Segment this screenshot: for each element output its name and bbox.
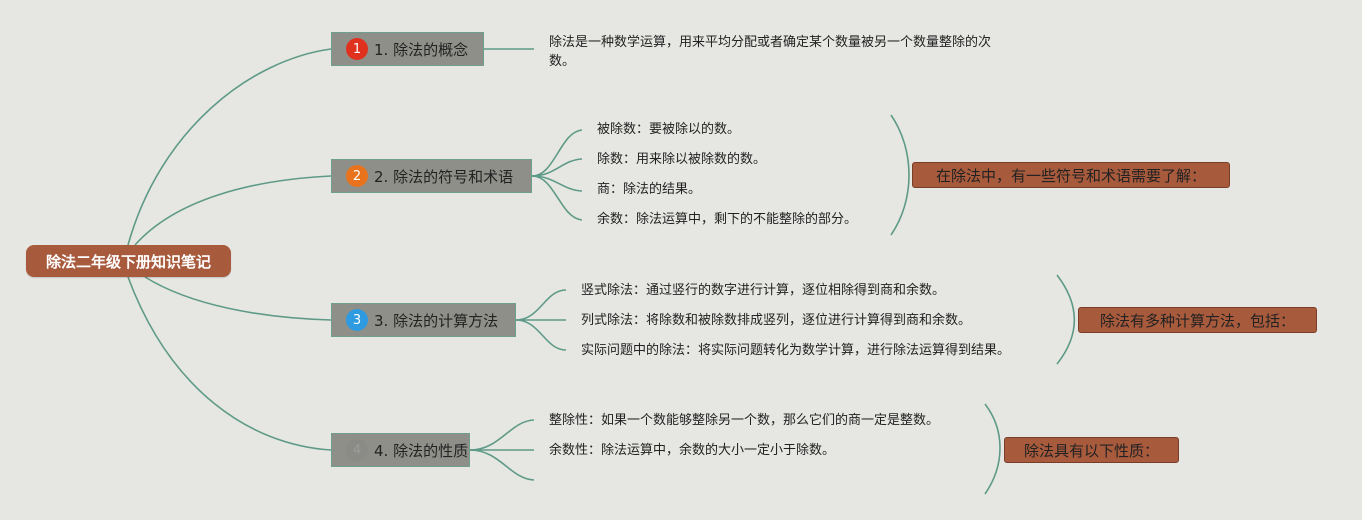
root-topic[interactable]: 除法二年级下册知识笔记 — [26, 245, 231, 277]
branch-3-leaf-3[interactable]: 实际问题中的除法：将实际问题转化为数学计算，进行除法运算得到结果。 — [581, 343, 1011, 358]
connector-branch-3-leaf-1 — [515, 289, 567, 321]
branch-3-label: 3. 除法的计算方法 — [374, 311, 499, 330]
connector-branch-4-leaf-1 — [469, 419, 535, 451]
branch-1-leaf-line-2: 数。 — [549, 54, 576, 69]
branch-1-leaf[interactable]: 除法是一种数学运算，用来平均分配或者确定某个数量被另一个数量整除的次 数。 — [549, 33, 991, 71]
branch-4-topic[interactable]: 4 4. 除法的性质 — [331, 433, 470, 467]
connector-branch-4-leaf-3 — [469, 449, 535, 481]
number-badge-3-icon: 3 — [346, 309, 368, 331]
branch-1-topic[interactable]: 1 1. 除法的概念 — [331, 32, 484, 66]
summary-bracket-2 — [890, 114, 910, 236]
branch-3-topic[interactable]: 3 3. 除法的计算方法 — [331, 303, 516, 337]
summary-bracket-4 — [984, 403, 1001, 495]
branch-2-leaf-2[interactable]: 除数：用来除以被除数的数。 — [597, 152, 767, 167]
connector-branch-2-leaf-4 — [531, 175, 583, 221]
connector-root-branch-4 — [127, 276, 332, 451]
connector-root-branch-2 — [134, 175, 332, 246]
branch-2-leaf-1[interactable]: 被除数：要被除以的数。 — [597, 122, 741, 137]
branch-4-leaf-1[interactable]: 整除性：如果一个数能够整除另一个数，那么它们的商一定是整数。 — [549, 413, 940, 428]
branch-3-leaf-2[interactable]: 列式除法：将除数和被除数排成竖列，逐位进行计算得到商和余数。 — [581, 313, 972, 328]
branch-2-leaf-4[interactable]: 余数：除法运算中，剩下的不能整除的部分。 — [597, 212, 858, 227]
branch-2-leaf-3[interactable]: 商：除法的结果。 — [597, 182, 702, 197]
branch-1-leaf-line-1: 除法是一种数学运算，用来平均分配或者确定某个数量被另一个数量整除的次 — [549, 35, 992, 50]
connector-branch-3-leaf-3 — [515, 319, 567, 351]
branch-2-topic[interactable]: 2 2. 除法的符号和术语 — [331, 159, 532, 193]
branch-3-summary[interactable]: 除法有多种计算方法，包括： — [1078, 307, 1317, 333]
summary-bracket-3 — [1056, 274, 1075, 365]
branch-4-leaf-2[interactable]: 余数性：除法运算中，余数的大小一定小于除数。 — [549, 443, 836, 458]
connector-root-branch-3 — [144, 276, 332, 321]
branch-4-label: 4. 除法的性质 — [374, 441, 469, 460]
branch-1-label: 1. 除法的概念 — [374, 40, 469, 59]
number-badge-4-icon: 4 — [346, 439, 368, 461]
number-badge-1-icon: 1 — [346, 38, 368, 60]
branch-3-leaf-1[interactable]: 竖式除法：通过竖行的数字进行计算，逐位相除得到商和余数。 — [581, 283, 946, 298]
branch-4-summary[interactable]: 除法具有以下性质： — [1004, 437, 1179, 463]
branch-2-summary[interactable]: 在除法中，有一些符号和术语需要了解： — [912, 162, 1230, 188]
number-badge-2-icon: 2 — [346, 165, 368, 187]
connector-root-branch-1 — [127, 48, 332, 246]
branch-2-label: 2. 除法的符号和术语 — [374, 167, 514, 186]
